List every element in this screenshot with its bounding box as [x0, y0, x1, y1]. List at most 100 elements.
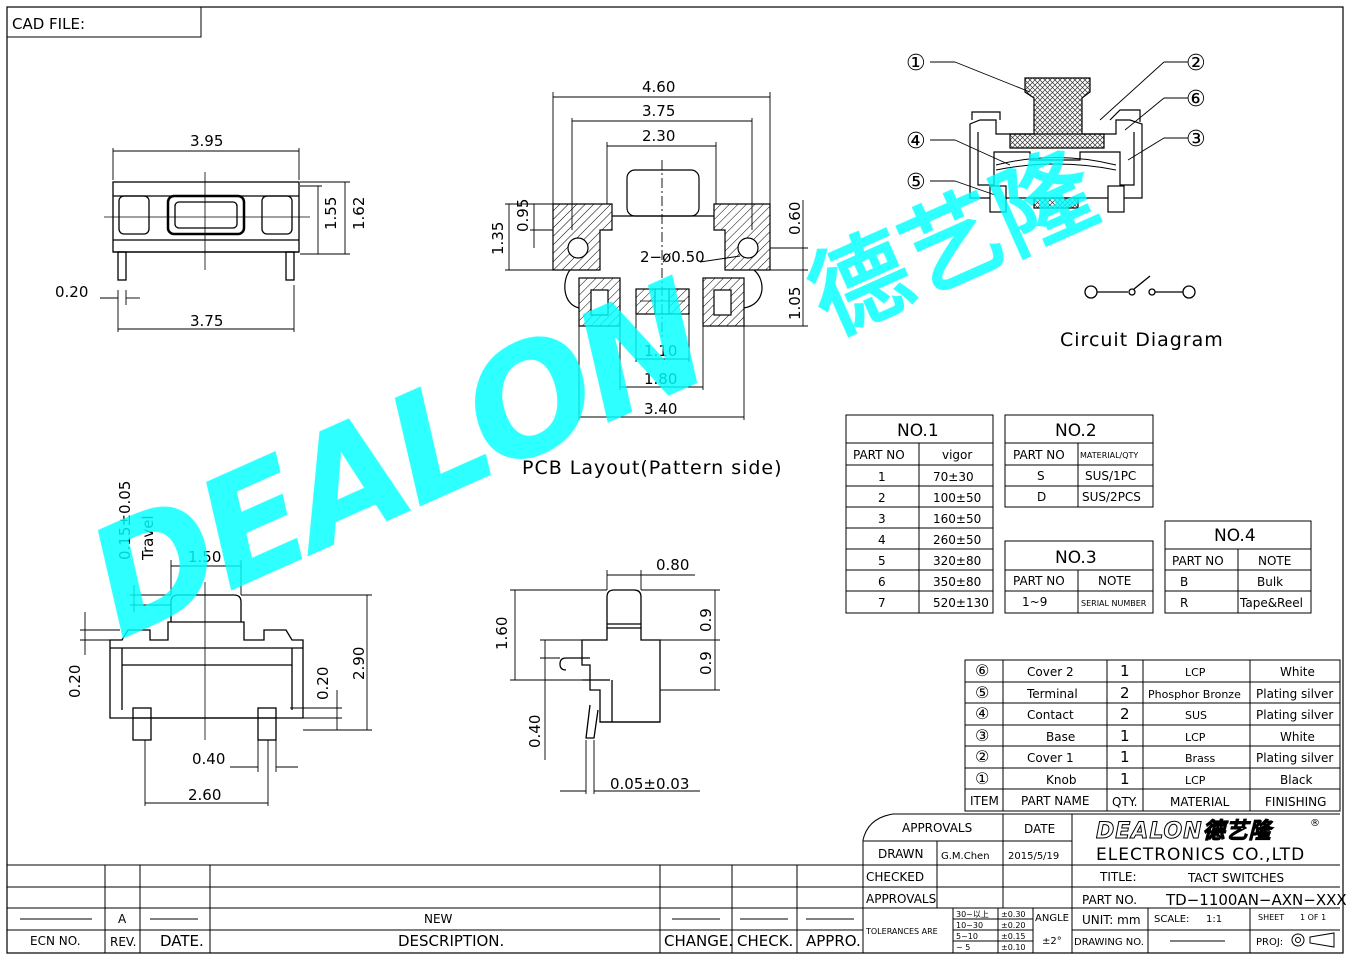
top-view-dimensions	[100, 148, 350, 332]
front-view	[109, 582, 304, 741]
callout-6: ⑥	[1186, 87, 1206, 112]
no2-header-material-qty: MATERIAL/QTY	[1080, 451, 1138, 460]
dim-3.75: 3.75	[642, 102, 675, 120]
no3-header-note: NOTE	[1098, 574, 1131, 588]
dim-0.40-front: 0.40	[192, 750, 225, 768]
tb-tol-range: 10~30	[956, 921, 983, 930]
pcb-layout-title: PCB Layout(Pattern side)	[522, 457, 783, 479]
no2-cell: SUS/2PCS	[1082, 490, 1141, 504]
dim-2.30: 2.30	[642, 127, 675, 145]
label-travel: Travel	[139, 515, 157, 561]
callout-leaders	[930, 61, 1188, 196]
dim-3.95: 3.95	[190, 132, 223, 150]
tb-tol-range: ~ 5	[956, 943, 970, 952]
bom-cell-qty: 1	[1120, 727, 1130, 745]
dim-1.55: 1.55	[322, 197, 340, 230]
no2-header-part-no: PART NO	[1013, 448, 1065, 462]
bom-cell-material: SUS	[1185, 709, 1207, 722]
bom-header-material: MATERIAL	[1170, 795, 1230, 809]
pcb-dimensions	[505, 92, 808, 420]
no1-header-part-no: PART NO	[853, 448, 905, 462]
no1-cell: 2	[878, 491, 886, 505]
table-no4	[1164, 520, 1312, 614]
tb-logo: DEALON德艺隆	[1096, 819, 1275, 844]
bom-header-part-name: PART NAME	[1021, 794, 1089, 808]
no2-title: NO.2	[1055, 421, 1097, 441]
callout-3: ③	[1186, 127, 1206, 152]
bom-cell-item: ④	[975, 704, 989, 723]
tb-approvals-2: APPROVALS	[866, 892, 936, 906]
callout-1: ①	[906, 51, 926, 76]
callout-4: ④	[906, 129, 926, 154]
no1-cell: 70±30	[933, 470, 974, 484]
bom-cell-qty: 2	[1120, 705, 1130, 723]
bom-cell-item: ⑤	[975, 683, 989, 702]
no1-cell: 4	[878, 533, 886, 547]
dim-travel-0.15: 0.15±0.05	[116, 481, 134, 560]
dim-1.60: 1.60	[493, 617, 511, 650]
dim-1.50: 1.50	[188, 548, 221, 566]
bom-cell-material: Brass	[1185, 752, 1216, 765]
no4-title: NO.4	[1214, 526, 1256, 546]
cad-file-label: CAD FILE:	[12, 15, 85, 33]
no3-title: NO.3	[1055, 548, 1097, 568]
rev-label-change: CHANGE.	[664, 932, 733, 950]
side-view-dimensions	[510, 570, 720, 794]
bom-cell-item: ③	[975, 726, 989, 745]
no4-cell: R	[1180, 596, 1188, 610]
no4-cell: Bulk	[1257, 575, 1283, 589]
bom-cell-finishing: Black	[1280, 773, 1313, 787]
dim-1.10: 1.10	[644, 342, 677, 360]
bom-cell-part-name: Cover 2	[1027, 665, 1074, 679]
no1-cell: 350±80	[933, 575, 981, 589]
side-view	[559, 589, 661, 739]
tb-title-label: TITLE:	[1099, 870, 1137, 884]
no1-cell: 6	[878, 575, 886, 589]
tb-drawing-no: DRAWING NO.	[1074, 937, 1144, 948]
tb-tol-range: 30~以上	[956, 910, 989, 919]
tb-tol-value: ±0.20	[1001, 921, 1026, 930]
tb-logo-mark: ®	[1310, 818, 1320, 829]
tb-tol-value: ±0.15	[1001, 932, 1026, 941]
no1-title: NO.1	[897, 421, 939, 441]
tb-scale-value: 1:1	[1206, 914, 1222, 925]
dim-2.90: 2.90	[350, 647, 368, 680]
tb-part-no-label: PART NO.	[1082, 893, 1137, 907]
no3-cell: SERIAL NUMBER	[1081, 599, 1147, 608]
no4-cell: Tape&Reel	[1239, 596, 1303, 610]
dim-0.9-bottom: 0.9	[697, 651, 715, 675]
dim-1.80: 1.80	[644, 370, 677, 388]
bom-cell-qty: 1	[1120, 662, 1130, 680]
tb-checked: CHECKED	[866, 870, 924, 884]
dim-3.75-bottom: 3.75	[190, 312, 223, 330]
tb-company: ELECTRONICS CO.,LTD	[1096, 845, 1305, 865]
revision-block	[7, 864, 864, 953]
no2-cell: S	[1037, 469, 1045, 483]
bom-cell-part-name: Contact	[1027, 708, 1074, 722]
rev-desc-value: NEW	[424, 912, 453, 926]
bom-cell-material: LCP	[1185, 666, 1206, 679]
no4-cell: B	[1180, 575, 1188, 589]
dim-0.05: 0.05±0.03	[610, 775, 689, 793]
tb-drawn-by: G.M.Chen	[941, 851, 990, 862]
bom-cell-finishing: White	[1280, 730, 1315, 744]
tb-approvals: APPROVALS	[902, 821, 972, 835]
tb-tol-range: 5~10	[956, 932, 978, 941]
pcb-layout	[552, 169, 771, 327]
bom-header-finishing: FINISHING	[1265, 795, 1326, 809]
dim-0.9-top: 0.9	[697, 608, 715, 632]
dim-1.35: 1.35	[489, 222, 507, 255]
tb-sheet-value: 1 OF 1	[1300, 913, 1326, 922]
bom-table	[964, 659, 1341, 812]
bom-header-qty: QTY.	[1112, 795, 1138, 809]
no1-cell: 3	[878, 512, 886, 526]
rev-label-description: DESCRIPTION.	[398, 932, 504, 950]
no1-cell: 160±50	[933, 512, 981, 526]
no4-header-part-no: PART NO	[1172, 554, 1224, 568]
dim-0.40-side: 0.40	[526, 715, 544, 748]
bom-cell-item: ②	[975, 747, 989, 766]
no1-cell: 100±50	[933, 491, 981, 505]
no1-cell: 5	[878, 554, 886, 568]
rev-label-rev: REV.	[110, 935, 136, 949]
bom-cell-qty: 2	[1120, 684, 1130, 702]
